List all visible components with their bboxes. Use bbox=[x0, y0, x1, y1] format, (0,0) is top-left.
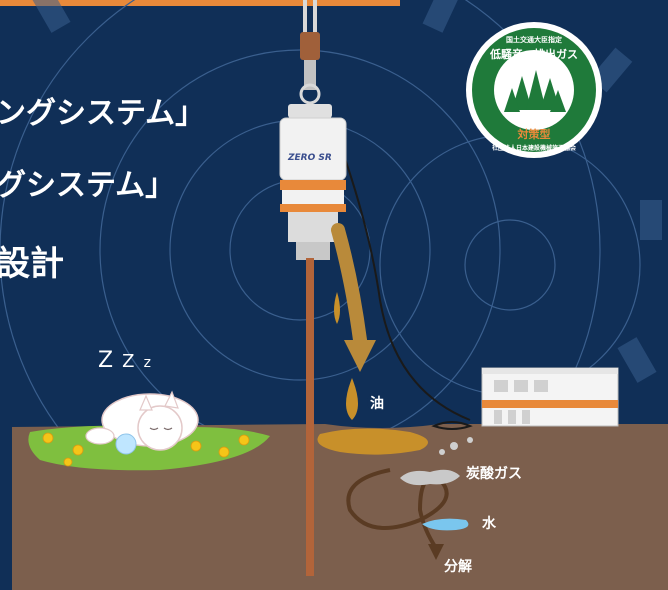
headline-line-3: 設計 bbox=[0, 244, 64, 284]
co2-label: 炭酸ガス bbox=[466, 466, 522, 482]
background-gear-right bbox=[379, 134, 641, 396]
oil-drop-lower bbox=[346, 378, 358, 420]
co2-cloud bbox=[400, 469, 460, 486]
seal-top-text: 国土交通大臣指定 bbox=[506, 35, 562, 44]
oil-label-badge bbox=[367, 391, 389, 413]
zzz-letter-1: Z bbox=[98, 348, 116, 373]
headline-line-1: ングシステム」 bbox=[0, 96, 206, 131]
hammer-brand-label: ZERO SR bbox=[287, 153, 332, 163]
hose-cable bbox=[341, 149, 471, 421]
certification-seal bbox=[466, 22, 602, 158]
power-unit-cable-coil bbox=[431, 421, 473, 430]
oil-drop-upper bbox=[334, 292, 340, 324]
seal-ring-text: 低騒音・排出ガス bbox=[489, 47, 578, 61]
oil-label: 油 bbox=[370, 396, 384, 412]
vibro-hammer bbox=[279, 104, 347, 260]
decompose-arrow bbox=[346, 468, 449, 550]
power-unit bbox=[481, 367, 619, 427]
oil-puddle bbox=[317, 428, 428, 455]
co2-bubbles bbox=[439, 437, 473, 455]
zzz-letter-2: Z bbox=[122, 351, 137, 372]
sleep-zzz: Z Z z bbox=[98, 348, 153, 373]
top-banner-strip bbox=[0, 0, 400, 6]
zzz-letter-3: z bbox=[143, 355, 153, 371]
headline-line-2: グシステム」 bbox=[0, 168, 176, 203]
oil-flow-arrow bbox=[331, 223, 367, 347]
water-puddle bbox=[422, 518, 469, 531]
seal-bottom-text: 社団法人日本建設機械施工協会 bbox=[491, 144, 577, 152]
steel-pile bbox=[306, 258, 314, 576]
oil-flow-arrowhead bbox=[344, 340, 376, 372]
crane-hook bbox=[299, 0, 321, 105]
decompose-arrowhead bbox=[428, 544, 444, 560]
sleeping-cat bbox=[85, 390, 199, 455]
decompose-label: 分解 bbox=[444, 559, 472, 575]
seal-grade-text: 対策型 bbox=[517, 127, 551, 141]
seal-trees bbox=[504, 70, 566, 112]
water-label: 水 bbox=[482, 516, 496, 532]
